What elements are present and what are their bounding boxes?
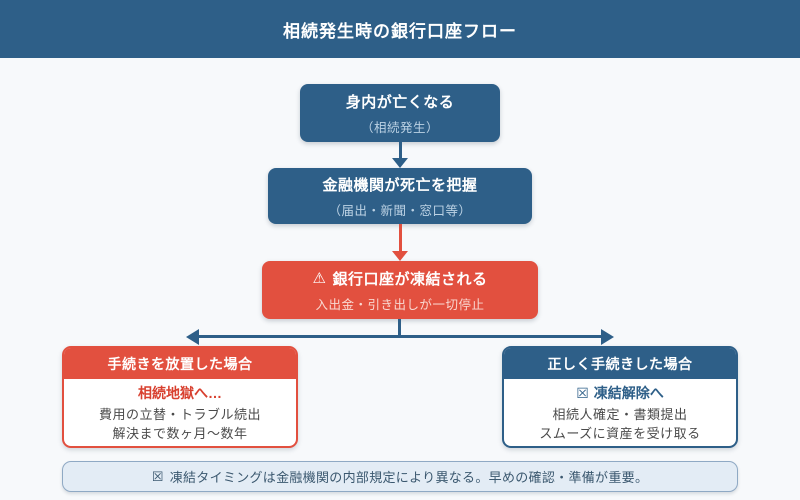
branch-card-correct-body: ☒ 凍結解除へ 相続人確定・書類提出 スムーズに資産を受け取る — [504, 379, 736, 446]
flow-step-death-subtitle: （相続発生） — [360, 120, 439, 135]
branch-card-neglected-line-2: 解決まで数ヶ月〜数年 — [112, 425, 248, 441]
down-arrow-1-line — [398, 142, 402, 158]
branch-card-neglected-header: 手続きを放置した場合 — [64, 348, 296, 379]
page-title: 相続発生時の銀行口座フロー — [283, 21, 517, 41]
flow-step-account-frozen-subtitle: 入出金・引き出しが一切停止 — [315, 297, 485, 312]
note-crossed-box-icon: ☒ — [151, 468, 164, 484]
down-arrow-2-line — [398, 224, 402, 251]
down-arrow-1 — [392, 142, 408, 168]
flow-step-death-title: 身内が亡くなる — [345, 93, 455, 111]
branch-card-neglected: 手続きを放置した場合 相続地獄へ… 費用の立替・トラブル続出 解決まで数ヶ月〜数… — [62, 346, 298, 448]
branch-card-neglected-body: 相続地獄へ… 費用の立替・トラブル続出 解決まで数ヶ月〜数年 — [64, 379, 296, 446]
down-arrow-1-head — [392, 158, 408, 168]
branch-horizontal-line — [199, 335, 601, 338]
flow-step-account-frozen-title-text: 銀行口座が凍結される — [332, 270, 488, 288]
branch-stem-line — [398, 319, 401, 337]
branch-card-neglected-headline: 相続地獄へ… — [138, 385, 222, 402]
flow-step-bank-notified-subtitle: （届出・新聞・窓口等） — [328, 203, 472, 218]
branch-card-correct-line-2: スムーズに資産を受け取る — [539, 425, 701, 441]
footer-note: ☒ 凍結タイミングは金融機関の内部規定により異なる。早めの確認・準備が重要。 — [62, 461, 738, 492]
crossed-box-icon: ☒ — [576, 384, 589, 401]
flow-step-account-frozen: ⚠ 銀行口座が凍結される 入出金・引き出しが一切停止 — [262, 261, 538, 319]
branch-card-correct: 正しく手続きした場合 ☒ 凍結解除へ 相続人確定・書類提出 スムーズに資産を受け… — [502, 346, 738, 448]
right-arrow-head — [601, 329, 614, 345]
flow-step-bank-notified: 金融機関が死亡を把握 （届出・新聞・窓口等） — [268, 168, 532, 224]
flow-step-death: 身内が亡くなる （相続発生） — [300, 84, 500, 142]
flow-step-bank-notified-title: 金融機関が死亡を把握 — [322, 176, 478, 194]
down-arrow-2 — [392, 224, 408, 261]
footer-note-text: 凍結タイミングは金融機関の内部規定により異なる。早めの確認・準備が重要。 — [169, 470, 649, 485]
left-arrow-head — [186, 329, 199, 345]
flow-step-account-frozen-title: ⚠ 銀行口座が凍結される — [313, 268, 488, 289]
branch-card-correct-header: 正しく手続きした場合 — [504, 348, 736, 379]
down-arrow-2-head — [392, 251, 408, 261]
branch-card-correct-headline-text: 凍結解除へ — [593, 385, 664, 402]
warning-icon: ⚠ — [312, 270, 327, 287]
branch-card-correct-line-1: 相続人確定・書類提出 — [552, 406, 688, 422]
branch-card-correct-headline: ☒ 凍結解除へ — [576, 383, 664, 403]
header-bar: 相続発生時の銀行口座フロー — [0, 0, 800, 58]
branch-card-neglected-line-1: 費用の立替・トラブル続出 — [98, 406, 261, 422]
